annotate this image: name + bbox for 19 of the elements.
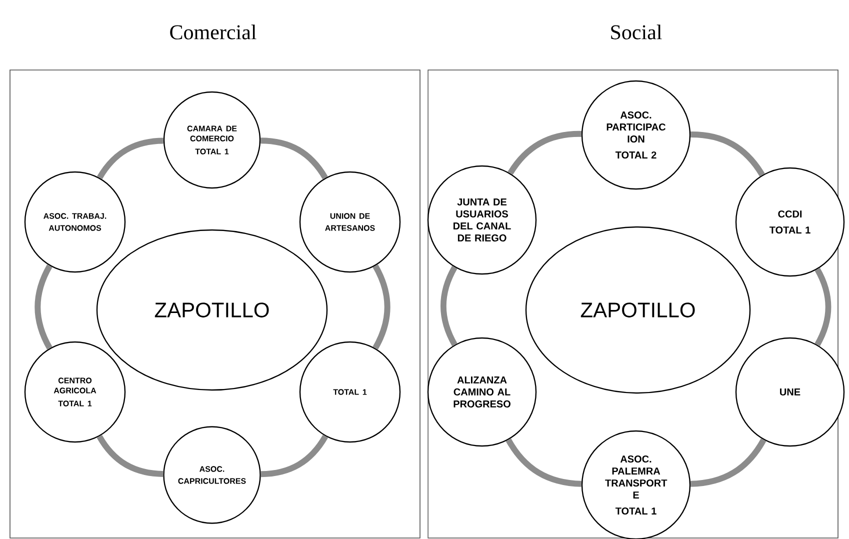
ring-arc xyxy=(508,130,582,175)
ring-arc xyxy=(440,266,458,346)
ring-arc xyxy=(690,438,766,487)
ring-arc xyxy=(506,438,582,487)
ring-arc xyxy=(814,268,832,346)
ring-arc xyxy=(260,138,328,180)
ring-arc xyxy=(690,132,765,177)
node-label: Comercial xyxy=(170,24,256,40)
node-label: TOTAL 1 xyxy=(615,507,656,515)
node-label: CCDI xyxy=(778,210,802,218)
node-label: TOTAL 1 xyxy=(769,226,810,234)
node-label: ASOC. PALEMRA TRANSPORT E xyxy=(605,455,668,498)
ring-arc xyxy=(260,434,328,478)
ring-arc xyxy=(34,264,52,350)
ring-arc xyxy=(372,264,390,350)
ring-arc xyxy=(97,138,164,180)
ring-arc xyxy=(96,434,164,477)
node-label: UNE xyxy=(780,388,800,396)
node-label: Social xyxy=(611,24,662,40)
